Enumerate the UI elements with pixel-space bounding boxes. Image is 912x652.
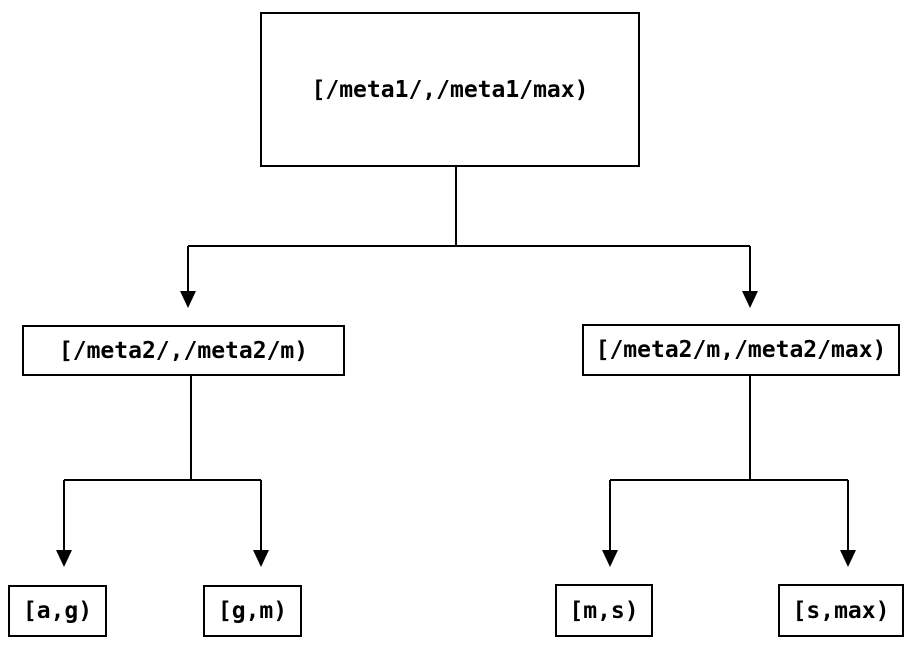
arrow-down-icon xyxy=(602,550,618,567)
node-meta2-right: [/meta2/m,/meta2/max) xyxy=(582,324,900,376)
leaf-s-max: [s,max) xyxy=(778,584,904,637)
node-meta2-left-label: [/meta2/,/meta2/m) xyxy=(58,337,309,364)
node-root-label: [/meta1/,/meta1/max) xyxy=(311,76,589,103)
leaf-m-s-label: [m,s) xyxy=(569,597,639,624)
edge-left-to-children xyxy=(56,376,269,567)
edge-right-to-children xyxy=(602,376,856,567)
node-meta2-left: [/meta2/,/meta2/m) xyxy=(22,325,345,376)
node-meta2-right-label: [/meta2/m,/meta2/max) xyxy=(595,337,887,363)
leaf-m-s: [m,s) xyxy=(555,584,653,637)
arrow-down-icon xyxy=(180,291,196,308)
edge-line xyxy=(609,376,849,550)
arrow-down-icon xyxy=(253,550,269,567)
edge-root-to-children xyxy=(180,167,758,308)
leaf-a-g: [a,g) xyxy=(8,585,107,637)
leaf-s-max-label: [s,max) xyxy=(792,597,890,624)
edge-line xyxy=(63,376,262,550)
leaf-g-m-label: [g,m) xyxy=(217,598,288,624)
arrow-down-icon xyxy=(840,550,856,567)
arrow-down-icon xyxy=(56,550,72,567)
edge-line xyxy=(187,167,751,291)
leaf-a-g-label: [a,g) xyxy=(22,598,93,624)
leaf-g-m: [g,m) xyxy=(203,585,302,637)
arrow-down-icon xyxy=(742,291,758,308)
node-root: [/meta1/,/meta1/max) xyxy=(260,12,640,167)
